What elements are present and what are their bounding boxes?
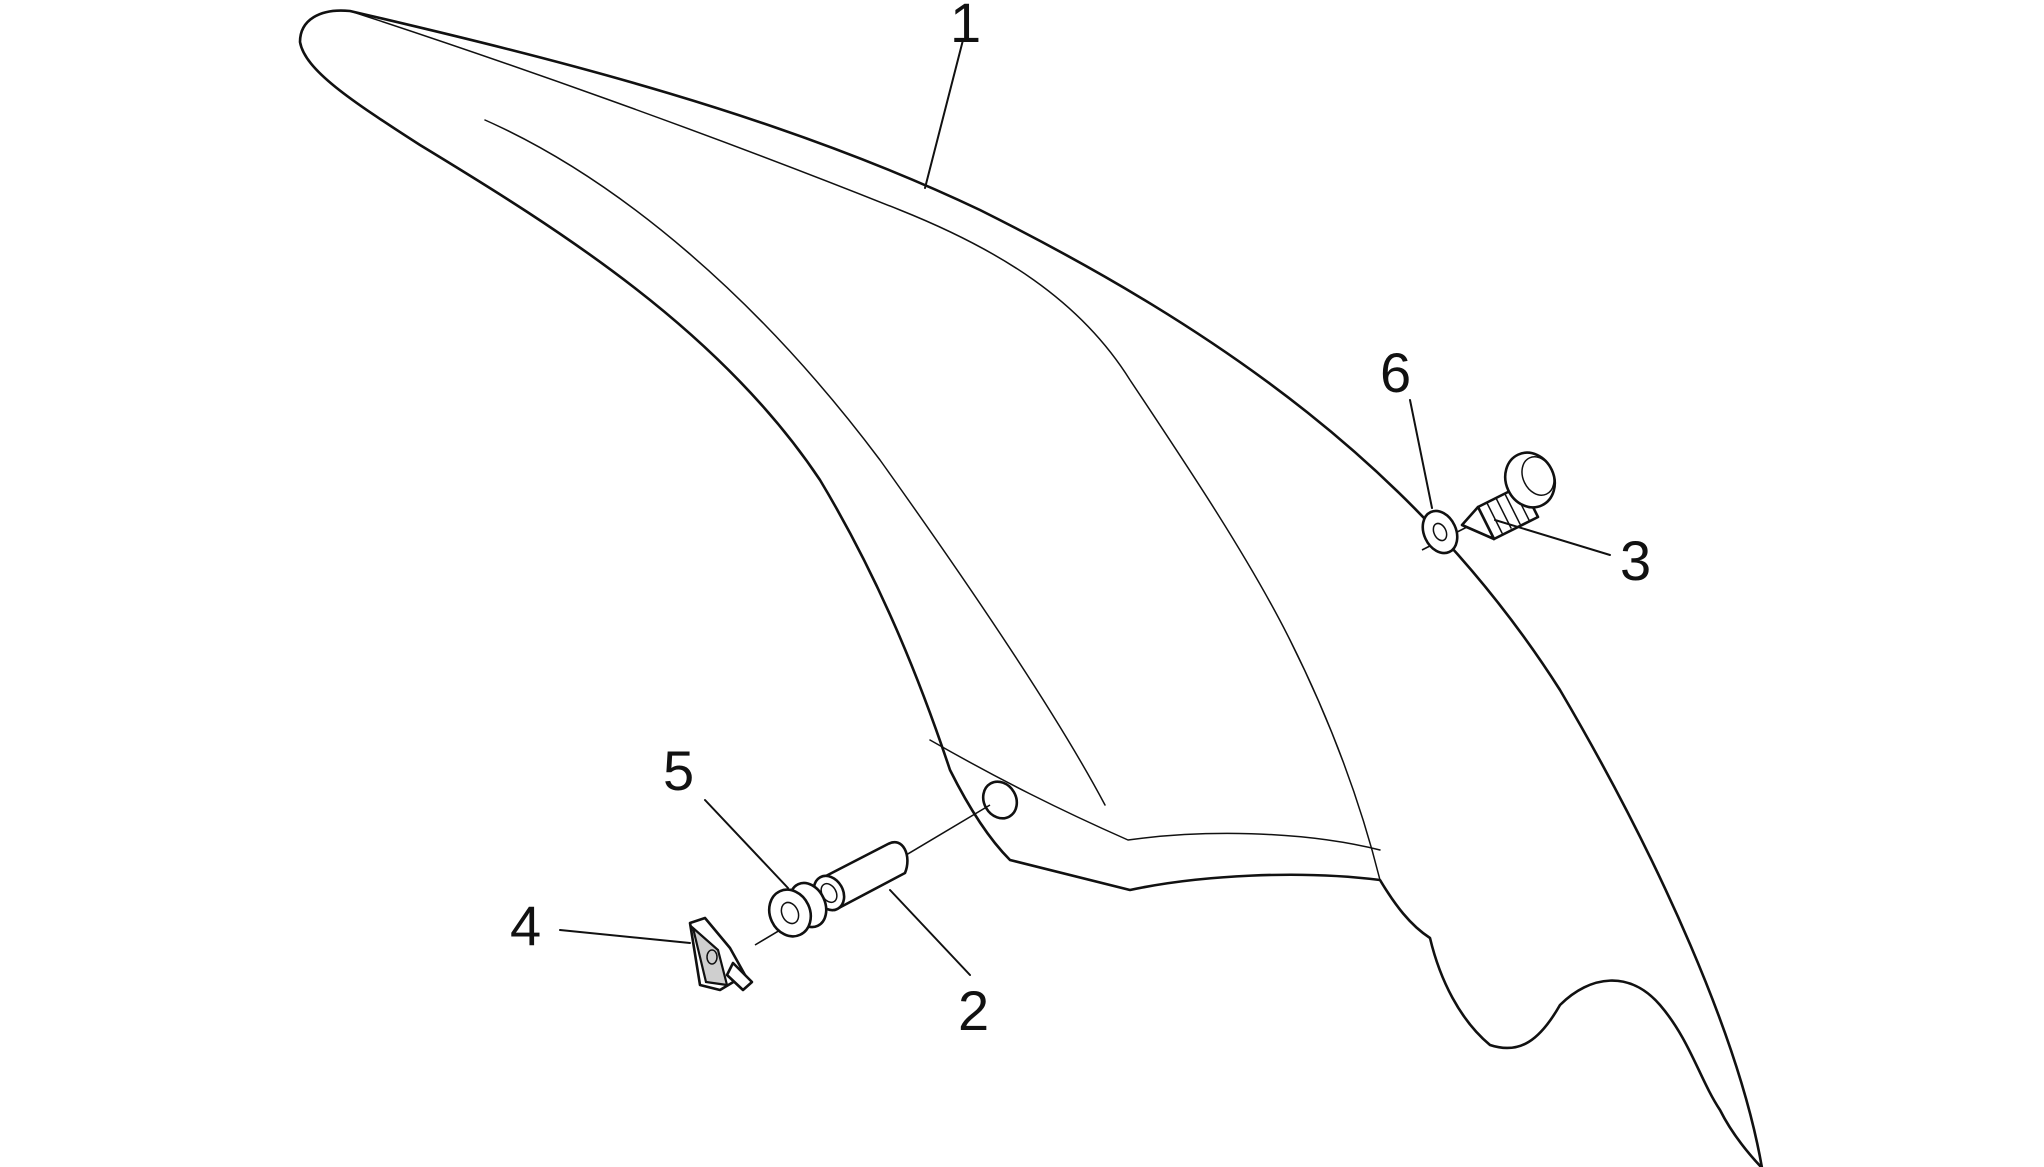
- fender-panel: 1: [298, 0, 1764, 1167]
- fender-outline: [298, 9, 1764, 1167]
- screw-head-top: [1521, 456, 1555, 496]
- washer-hole: [1432, 522, 1448, 542]
- leader-1: [924, 39, 964, 189]
- washer: 6: [1380, 341, 1511, 555]
- screw-tip: [1460, 505, 1496, 541]
- washer-ring: [1421, 509, 1459, 555]
- grommet-hole: [780, 901, 800, 925]
- screw-thread: [1486, 489, 1530, 534]
- leader-5: [704, 799, 789, 889]
- callout-4: 4: [510, 894, 541, 957]
- leader-3: [1494, 519, 1611, 556]
- leader-2: [889, 889, 971, 976]
- fender-lower-edge: [929, 739, 1381, 851]
- clip-nut-hole: [706, 949, 718, 965]
- fender-top-ridge: [349, 10, 1381, 881]
- leader-6: [1409, 399, 1433, 509]
- clip-nut: 4: [510, 894, 754, 992]
- grommet-front-flange: [767, 888, 813, 938]
- leader-4: [559, 929, 691, 944]
- rubber-grommet: 5: [663, 739, 828, 938]
- callout-1: 1: [950, 0, 981, 54]
- fender-inner-crease: [484, 119, 1106, 806]
- callout-2: 2: [958, 979, 989, 1042]
- callout-6: 6: [1380, 341, 1411, 404]
- clip-nut-face: [691, 924, 729, 987]
- callout-3: 3: [1620, 529, 1651, 592]
- clip-nut-tab: [725, 961, 754, 992]
- self-tapping-screw: 3: [1460, 451, 1651, 592]
- callout-5: 5: [663, 739, 694, 802]
